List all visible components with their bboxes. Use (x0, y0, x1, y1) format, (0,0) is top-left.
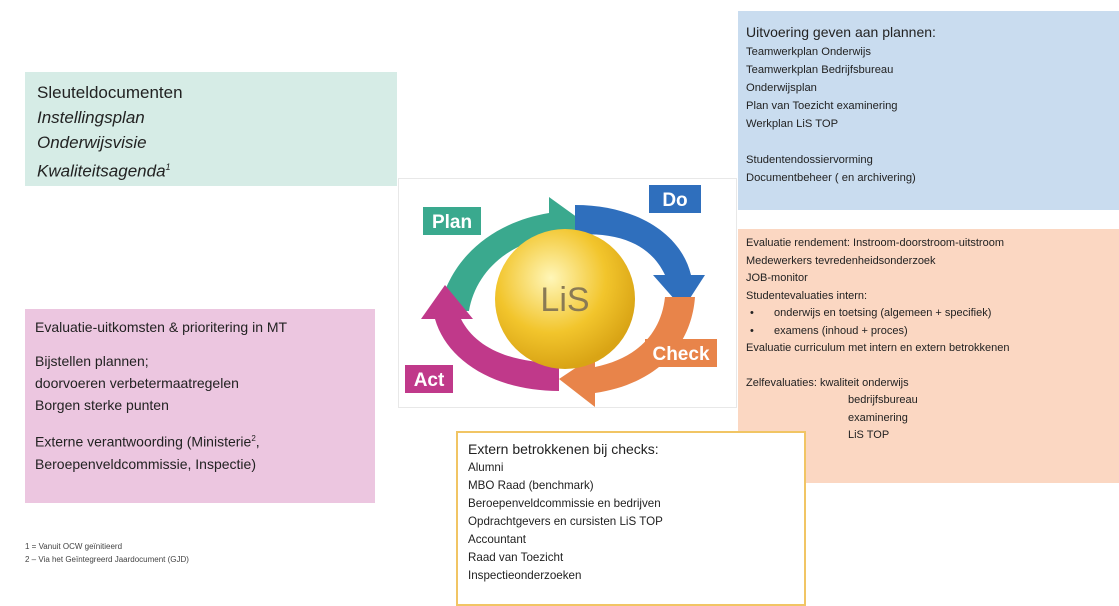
check-label-box (645, 339, 717, 367)
evaluation-bullet: • onderwijs en toetsing (algemeen + speci… (746, 305, 1111, 323)
external-stakeholder: Opdrachtgevers en cursisten LiS TOP (468, 515, 663, 528)
check-arrow (559, 297, 695, 407)
key-document-item: Kwaliteitsagenda1 (37, 155, 385, 184)
evaluation-outcomes-box: Evaluatie-uitkomsten & prioritering in M… (25, 309, 375, 503)
pdca-cycle-diagram: LiS Plan Do Check Act (398, 178, 737, 408)
external-stakeholders-title: Extern betrokkenen bij checks: (468, 441, 659, 457)
footnote-1: 1 = Vanuit OCW geïnitieerd (25, 542, 123, 551)
external-stakeholder: Raad van Toezicht (468, 551, 564, 564)
self-evaluation-item: examinering (848, 411, 908, 424)
execution-item: Teamwerkplan Onderwijs (746, 46, 871, 58)
act-arrow (421, 285, 559, 391)
key-documents-title: Sleuteldocumenten (37, 83, 183, 102)
key-document-item: Instellingsplan (37, 108, 145, 127)
pdca-cycle-graphic: LiS Plan Do Check Act (405, 185, 717, 407)
key-documents-box: Sleuteldocumenten Instellingsplan Onderw… (25, 72, 397, 186)
plan-arrow (439, 197, 585, 311)
evaluation-line: Evaluatie rendement: Instroom-doorstroom… (746, 237, 1004, 249)
self-evaluation-item: LiS TOP (848, 429, 890, 441)
evaluation-outcomes-title: Evaluatie-uitkomsten & prioritering in M… (35, 319, 288, 335)
execution-box: Uitvoering geven aan plannen: Teamwerkpl… (738, 11, 1119, 210)
evaluation-line: Studentevaluaties intern: (746, 289, 868, 302)
external-stakeholders-box: Extern betrokkenen bij checks: Alumni MB… (456, 431, 806, 606)
external-stakeholder: Accountant (468, 533, 527, 546)
do-label: Do (662, 190, 687, 211)
self-evaluation-label: Zelfevaluaties: kwaliteit onderwijs (746, 376, 909, 389)
bullet-icon: • (750, 307, 754, 319)
center-sphere (495, 229, 635, 369)
bullet-icon: • (750, 324, 754, 337)
execution-item: Documentbeheer ( en archivering) (746, 172, 916, 184)
evaluation-bullet-text: examens (inhoud + proces) (774, 324, 908, 337)
execution-title: Uitvoering geven aan plannen: (746, 24, 936, 40)
check-label: Check (652, 344, 709, 365)
external-accountability-text: Externe verantwoording (Ministerie (35, 433, 252, 450)
external-accountability-line: Externe verantwoording (Ministerie2, (35, 428, 365, 453)
plan-label-box (423, 207, 481, 235)
execution-item: Werkplan LiS TOP (746, 118, 839, 130)
footnote-mark: 1 (165, 162, 171, 172)
evaluation-bullet-text: onderwijs en toetsing (algemeen + specif… (774, 307, 992, 319)
do-label-box (649, 185, 701, 213)
act-label-box (405, 365, 453, 393)
plan-label: Plan (432, 212, 472, 233)
external-stakeholder: Beroepenveldcommissie en bedrijven (468, 497, 661, 510)
external-stakeholder: Alumni (468, 461, 504, 474)
external-accountability-line-2: Beroepenveldcommissie, Inspectie) (35, 455, 256, 472)
execution-item: Onderwijsplan (746, 82, 817, 94)
execution-item: Teamwerkplan Bedrijfsbureau (746, 64, 894, 76)
do-arrow (575, 205, 705, 309)
footnotes: 1 = Vanuit OCW geïnitieerd 2 – Via het G… (25, 540, 189, 566)
evaluation-line: JOB-monitor (746, 272, 808, 284)
evaluation-bullet: • examens (inhoud + proces) (746, 323, 1111, 341)
evaluation-curriculum: Evaluatie curriculum met intern en exter… (746, 342, 1010, 354)
adjust-line: Bijstellen plannen; (35, 353, 149, 369)
key-document-label: Kwaliteitsagenda (37, 161, 166, 181)
evaluation-line: Medewerkers tevredenheidsonderzoek (746, 254, 936, 267)
execution-item: Plan van Toezicht examinering (746, 100, 898, 112)
execution-item: Studentendossiervorming (746, 154, 873, 166)
footnote-mark: 2 (251, 434, 256, 443)
key-document-item: Onderwijsvisie (37, 133, 147, 152)
footnote-2: 2 – Via het Geïntegreerd Jaardocument (G… (25, 555, 189, 564)
external-stakeholder: Inspectieonderzoeken (468, 569, 582, 582)
adjust-line: Borgen sterke punten (35, 397, 169, 413)
external-accountability-comma: , (255, 433, 260, 450)
center-label: LiS (540, 281, 589, 319)
adjust-line: doorvoeren verbetermaatregelen (35, 375, 239, 391)
external-stakeholder: MBO Raad (benchmark) (468, 479, 594, 492)
act-label: Act (414, 370, 445, 391)
self-evaluation-item: bedrijfsbureau (848, 394, 918, 406)
